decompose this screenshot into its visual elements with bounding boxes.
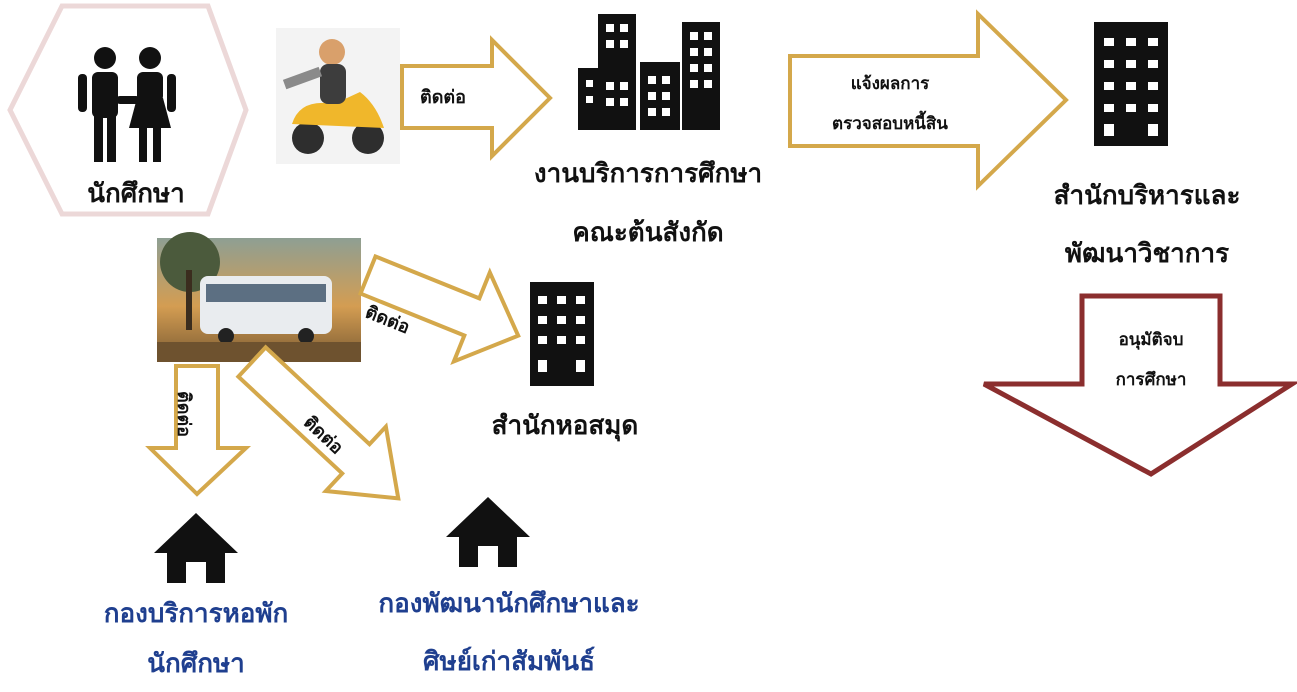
- arrow-approve: [982, 293, 1297, 477]
- arrow-to-academic-office: [788, 9, 1069, 191]
- student-affairs-label-line2: ศิษย์เก่าสัมพันธ์: [423, 647, 595, 677]
- house-icon-student-affairs: [446, 497, 530, 567]
- arrow-label-approve-line1: อนุมัติจบ: [1118, 330, 1184, 350]
- student-hexagon: [7, 3, 249, 217]
- arrow-label-notify-line2: ตรวจสอบหนี้สิน: [832, 114, 948, 134]
- dormitory-label-line2: นักศึกษา: [147, 649, 245, 679]
- arrow-to-library: [357, 253, 521, 366]
- bus-photo: [157, 232, 361, 362]
- faculty-label-line2: คณะต้นสังกัด: [572, 218, 724, 248]
- student-label: นักศึกษา: [87, 179, 185, 209]
- arrow-to-dormitory: [145, 364, 252, 497]
- house-icon-dormitory: [154, 513, 238, 583]
- academic-office-label-line1: สำนักบริหารและ: [1053, 181, 1241, 211]
- dormitory-label-line1: กองบริการหอพัก: [103, 599, 289, 629]
- buildings-icon: [578, 14, 720, 130]
- building-icon-academic: [1094, 22, 1168, 146]
- arrow-label-contact-faculty: ติดต่อ: [420, 87, 466, 108]
- arrow-label-approve-line2: การศึกษา: [1115, 370, 1187, 390]
- building-icon-library: [530, 282, 594, 386]
- faculty-label-line1: งานบริการการศึกษา: [533, 159, 763, 189]
- arrow-label-notify-line1: แจ้งผลการ: [850, 74, 930, 94]
- academic-office-label-line2: พัฒนาวิชาการ: [1064, 239, 1230, 269]
- library-label: สำนักหอสมุด: [491, 411, 639, 441]
- arrow-to-faculty: [400, 35, 553, 161]
- student-affairs-label-line1: กองพัฒนานักศึกษาและ: [378, 589, 640, 619]
- arrow-to-student-affairs: [235, 344, 401, 501]
- arrow-label-contact-dormitory: ติดต่อ: [172, 391, 194, 437]
- scooter-rider-photo: [276, 28, 400, 164]
- couple-icon: [78, 47, 176, 162]
